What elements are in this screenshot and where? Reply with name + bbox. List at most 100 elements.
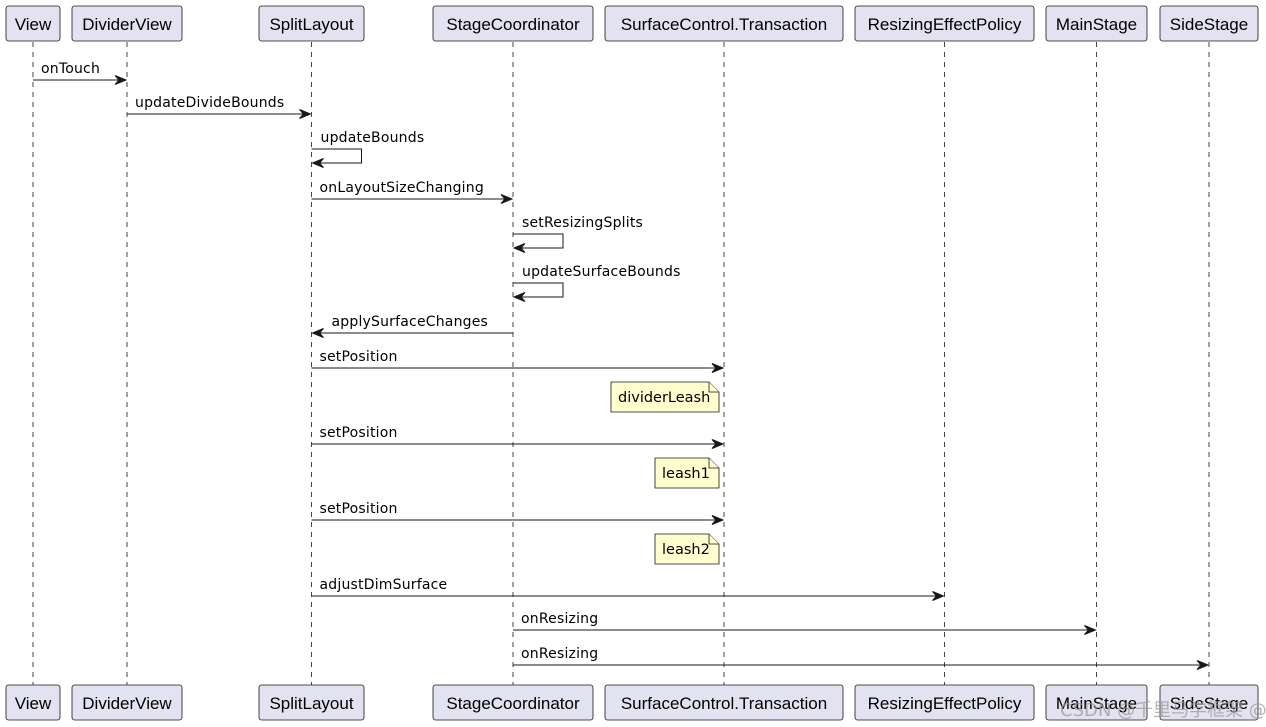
message-updatebounds: updateBounds [311, 130, 425, 168]
participant-box [5, 684, 61, 721]
participant-sidestage-bottom: SideStage [1159, 684, 1259, 721]
message-updatedividebounds: updateDivideBounds [127, 95, 312, 119]
watermark: CSDN @千里马学框架 @稀土掘金技术社区 [1060, 700, 1266, 721]
message-applysurfacechanges: applySurfaceChanges [311, 314, 513, 338]
message-label: adjustDimSurface [320, 577, 448, 593]
arrow-head [311, 158, 324, 168]
message-label: setPosition [320, 425, 398, 441]
message-label: setPosition [320, 349, 398, 365]
message-setresizingsplits: setResizingSplits [512, 215, 643, 253]
participant-box [71, 5, 183, 42]
participant-view-bottom: View [5, 684, 61, 721]
participant-resizingeffectpolicy-bottom: ResizingEffectPolicy [854, 684, 1035, 721]
participant-box [258, 684, 365, 721]
participant-box [604, 5, 844, 42]
participant-label: View [15, 694, 52, 713]
message-label: applySurfaceChanges [332, 314, 489, 330]
arrow-head [932, 591, 945, 601]
note-text: dividerLeash [618, 390, 710, 406]
message-setposition: setPosition [311, 501, 725, 525]
participant-box [1159, 5, 1259, 42]
participant-splitlayout-top: SplitLayout [258, 5, 365, 42]
participant-label: SideStage [1170, 15, 1248, 34]
arrow-head [311, 328, 324, 338]
participant-label: StageCoordinator [446, 694, 580, 713]
participant-label: View [15, 15, 52, 34]
message-ontouch: onTouch [33, 61, 128, 85]
participant-box [854, 684, 1035, 721]
participant-view-top: View [5, 5, 61, 42]
self-message-line [311, 148, 362, 164]
arrow-head [114, 75, 128, 85]
message-label: onResizing [521, 646, 598, 662]
participant-label: MainStage [1056, 694, 1137, 713]
arrow-head [512, 243, 526, 253]
participant-sidestage-top: SideStage [1159, 5, 1259, 42]
participant-surfacecontrol-transaction-top: SurfaceControl.Transaction [604, 5, 844, 42]
participant-box [432, 684, 594, 721]
participant-splitlayout-bottom: SplitLayout [258, 684, 365, 721]
participant-box [854, 5, 1035, 42]
participant-mainstage-top: MainStage [1045, 5, 1148, 42]
participant-stagecoordinator-top: StageCoordinator [432, 5, 594, 42]
participant-dividerview-bottom: DividerView [71, 684, 183, 721]
participant-label: ResizingEffectPolicy [868, 15, 1022, 34]
note-text: leash2 [662, 542, 710, 558]
participant-box [1159, 684, 1259, 721]
participant-stagecoordinator-bottom: StageCoordinator [432, 684, 594, 721]
participant-dividerview-top: DividerView [71, 5, 183, 42]
message-label: updateDivideBounds [135, 95, 284, 111]
arrow-head [299, 109, 312, 119]
message-label: setResizingSplits [522, 215, 643, 231]
message-adjustdimsurface: adjustDimSurface [311, 577, 945, 601]
message-setposition: setPosition [311, 425, 725, 449]
arrow-head [512, 292, 526, 302]
participant-resizingeffectpolicy-top: ResizingEffectPolicy [854, 5, 1035, 42]
message-label: onTouch [41, 61, 100, 77]
note-box [610, 381, 720, 413]
message-setposition: setPosition [311, 349, 725, 373]
message-label: updateBounds [321, 130, 425, 146]
participant-box [1045, 5, 1148, 42]
participant-label: DividerView [82, 15, 172, 34]
note-fold [708, 534, 719, 545]
arrow-head [1084, 625, 1097, 635]
arrow-head [711, 439, 725, 449]
participant-label: SurfaceControl.Transaction [621, 15, 827, 34]
message-onlayoutsizechanging: onLayoutSizeChanging [311, 180, 514, 204]
note-fold [708, 382, 719, 393]
participant-box [258, 5, 365, 42]
note-box [654, 457, 720, 489]
participant-box [604, 684, 844, 721]
note-box [654, 533, 720, 565]
participant-label: SplitLayout [269, 15, 353, 34]
arrow-head [711, 515, 725, 525]
participant-box [71, 684, 183, 721]
participant-label: DividerView [82, 694, 172, 713]
message-label: setPosition [320, 501, 398, 517]
message-updatesurfacebounds: updateSurfaceBounds [512, 264, 680, 302]
note-leash2: leash2 [654, 533, 720, 565]
arrow-head [500, 194, 514, 204]
participant-label: SplitLayout [269, 694, 353, 713]
note-fold [708, 458, 719, 469]
self-message-line [513, 233, 564, 249]
message-label: onLayoutSizeChanging [320, 180, 484, 196]
participant-label: SurfaceControl.Transaction [621, 694, 827, 713]
note-leash1: leash1 [654, 457, 720, 489]
arrow-head [1196, 660, 1210, 670]
participant-label: StageCoordinator [446, 15, 580, 34]
self-message-line [513, 282, 564, 298]
note-dividerleash: dividerLeash [610, 381, 720, 413]
arrow-head [711, 363, 725, 373]
participant-label: MainStage [1056, 15, 1137, 34]
message-onresizing: onResizing [513, 646, 1210, 670]
participant-label: ResizingEffectPolicy [868, 694, 1022, 713]
message-onresizing: onResizing [513, 611, 1097, 635]
participant-box [432, 5, 594, 42]
message-label: onResizing [521, 611, 598, 627]
participant-label: SideStage [1170, 694, 1248, 713]
participant-box [1045, 684, 1148, 721]
participant-surfacecontrol-transaction-bottom: SurfaceControl.Transaction [604, 684, 844, 721]
